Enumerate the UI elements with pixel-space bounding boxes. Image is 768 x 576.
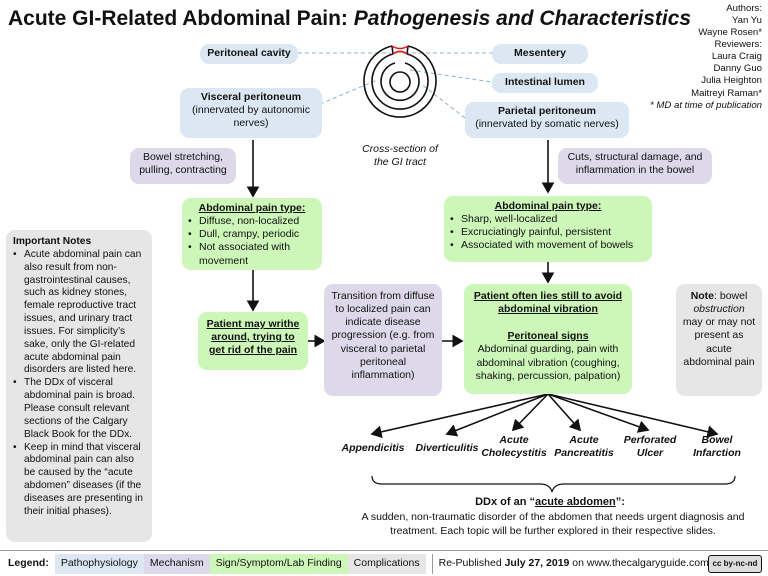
list-item: Keep in mind that visceral abdominal pai… bbox=[13, 442, 145, 519]
important-notes-title: Important Notes bbox=[13, 236, 92, 247]
parietal-peritoneum-title: Parietal peritoneum bbox=[497, 105, 597, 117]
list-item: Diffuse, non-localized bbox=[188, 215, 316, 228]
legend-mechanism: Mechanism bbox=[143, 553, 210, 574]
note-italic: obstruction bbox=[693, 303, 745, 316]
parietal-pain-list: Sharp, well-localized Excruciatingly pai… bbox=[450, 213, 646, 253]
published-prefix: Re-Published bbox=[438, 557, 505, 570]
ddx-appendicitis: Appendicitis bbox=[341, 442, 405, 454]
important-notes-list: Acute abdominal pain can also result fro… bbox=[13, 249, 145, 519]
title-main: Acute GI-Related Abdominal Pain: bbox=[8, 7, 348, 30]
ddx-heading: DDx of an “acute abdomen”: bbox=[360, 496, 740, 509]
title-sub: Pathogenesis and Characteristics bbox=[353, 7, 692, 30]
reviewer: Danny Guo bbox=[713, 63, 762, 75]
visceral-peritoneum-sub: (innervated by autonomic nerves) bbox=[192, 104, 310, 130]
cross-section-caption: Cross-section of the GI tract bbox=[362, 143, 438, 169]
list-item: Acute abdominal pain can also result fro… bbox=[13, 249, 145, 377]
peritoneal-cavity-label: Peritoneal cavity bbox=[200, 44, 298, 64]
reviewer: Maitreyi Raman* bbox=[691, 87, 762, 99]
author: Wayne Rosen* bbox=[698, 27, 762, 39]
ddx-heading-suffix: ”: bbox=[615, 496, 625, 508]
credits-note: * MD at time of publication bbox=[650, 99, 762, 111]
note-label: Note bbox=[690, 290, 715, 302]
published-date: July 27, 2019 bbox=[504, 557, 570, 570]
peritoneal-signs-title: Peritoneal signs bbox=[507, 330, 589, 343]
cc-license-icon: cc by-nc-nd bbox=[708, 555, 762, 573]
credits: Authors: Yan Yu Wayne Rosen* Reviewers: … bbox=[650, 3, 762, 112]
visceral-pain-type-box: Abdominal pain type: Diffuse, non-locali… bbox=[182, 198, 322, 270]
ddx-brace bbox=[371, 475, 736, 493]
visceral-peritoneum-title: Visceral peritoneum bbox=[200, 91, 302, 103]
list-item: Dull, crampy, periodic bbox=[188, 228, 316, 241]
ddx-heading-prefix: DDx of an “ bbox=[475, 496, 536, 508]
visceral-peritoneum-box: Visceral peritoneum (innervated by auton… bbox=[180, 88, 322, 138]
note-text-rest: may or may not present as acute abdomina… bbox=[682, 316, 756, 368]
parietal-pain-type-box: Abdominal pain type: Sharp, well-localiz… bbox=[444, 196, 652, 262]
list-item: Associated with movement of bowels bbox=[450, 239, 646, 252]
cross-section-diagram bbox=[363, 45, 437, 118]
ddx-acute-pancreatitis: Acute Pancreatitis bbox=[554, 434, 614, 459]
patient-still-box: Patient often lies still to avoid abdomi… bbox=[464, 284, 632, 394]
transition-box: Transition from diffuse to localized pai… bbox=[324, 284, 442, 396]
author: Yan Yu bbox=[731, 15, 762, 27]
intestinal-lumen-label: Intestinal lumen bbox=[492, 73, 598, 93]
ddx-perforated-ulcer: Perforated Ulcer bbox=[623, 434, 677, 459]
list-item: The DDx of visceral abdominal pain is br… bbox=[13, 377, 145, 441]
reviewer: Laura Craig bbox=[711, 51, 762, 63]
parietal-peritoneum-box: Parietal peritoneum (innervated by somat… bbox=[465, 102, 629, 138]
ddx-acute-cholecystitis: Acute Cholecystitis bbox=[481, 434, 547, 459]
published-suffix: on www.thecalgaryguide.com bbox=[569, 557, 709, 570]
reviewer: Julia Heighton bbox=[701, 75, 762, 87]
ddx-bowel-infarction: Bowel Infarction bbox=[693, 434, 741, 459]
ddx-heading-term: acute abdomen bbox=[535, 496, 616, 508]
legend-sign-symptom: Sign/Symptom/Lab Finding bbox=[209, 553, 348, 574]
published-info: Re-Published July 27, 2019 on www.thecal… bbox=[439, 557, 709, 570]
patient-still-title: Patient often lies still to avoid abdomi… bbox=[473, 290, 623, 316]
ddx-definition: A sudden, non-traumatic disorder of the … bbox=[361, 511, 745, 537]
visceral-pain-list: Diffuse, non-localized Dull, crampy, per… bbox=[188, 215, 316, 268]
cuts-damage-box: Cuts, structural damage, and inflammatio… bbox=[558, 148, 712, 184]
patient-writhe-box: Patient may writhe around, trying to get… bbox=[198, 312, 308, 370]
list-item: Sharp, well-localized bbox=[450, 213, 646, 226]
note-box: Note: bowel obstruction may or may not p… bbox=[676, 284, 762, 396]
legend-complications: Complications bbox=[347, 553, 426, 574]
list-item: Excruciatingly painful, persistent bbox=[450, 226, 646, 239]
visceral-pain-type-title: Abdominal pain type: bbox=[198, 202, 306, 214]
legend-label: Legend: bbox=[8, 557, 49, 570]
legend-divider bbox=[431, 553, 433, 574]
ddx-diverticulitis: Diverticulitis bbox=[415, 442, 479, 454]
bowel-stretching-box: Bowel stretching, pulling, contracting bbox=[130, 148, 236, 184]
reviewers-label: Reviewers: bbox=[714, 39, 762, 51]
important-notes-box: Important Notes Acute abdominal pain can… bbox=[6, 230, 152, 542]
page-title: Acute GI-Related Abdominal Pain: Pathoge… bbox=[8, 6, 691, 31]
legend-pathophysiology: Pathophysiology bbox=[54, 553, 144, 574]
legend-bar: Legend: Pathophysiology Mechanism Sign/S… bbox=[0, 550, 768, 576]
parietal-peritoneum-sub: (innervated by somatic nerves) bbox=[475, 118, 619, 131]
peritoneal-signs-text: Abdominal guarding, pain with abdominal … bbox=[475, 343, 621, 382]
authors-label: Authors: bbox=[726, 3, 762, 14]
mesentery-label: Mesentery bbox=[492, 44, 588, 64]
list-item: Not associated with movement bbox=[188, 241, 316, 267]
parietal-pain-type-title: Abdominal pain type: bbox=[494, 200, 602, 212]
note-text: : bowel bbox=[714, 290, 748, 302]
